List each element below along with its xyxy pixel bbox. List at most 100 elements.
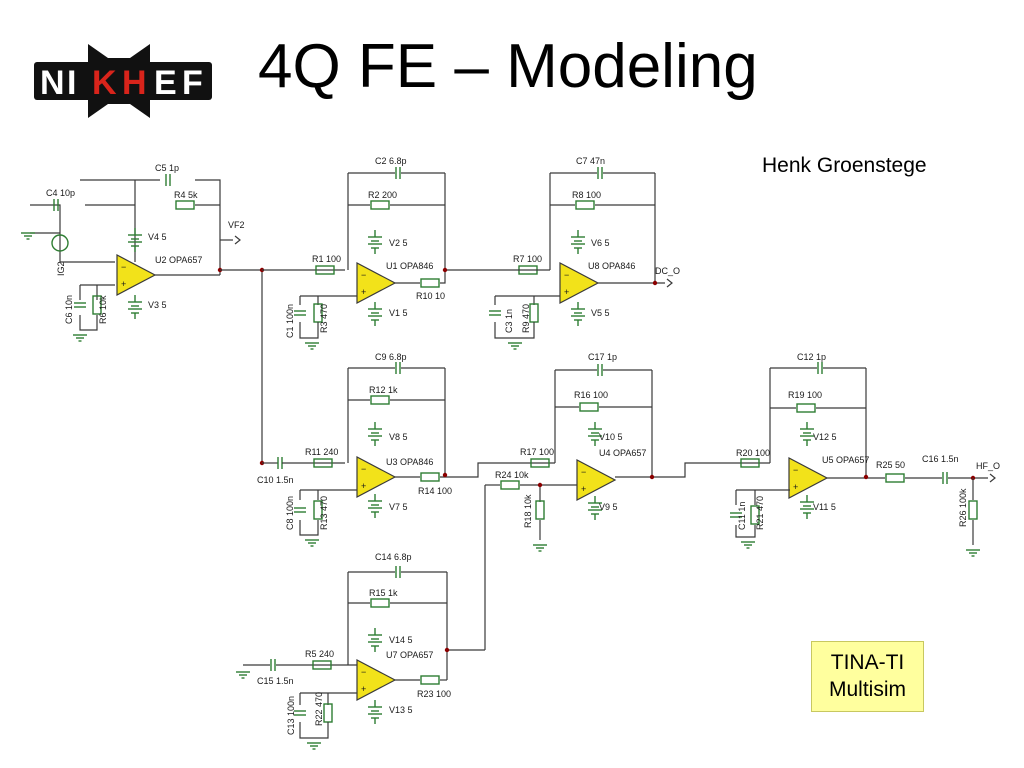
label-r20: R20 100 [736, 448, 770, 458]
svg-text:+: + [361, 287, 366, 297]
resistor-r22 [323, 703, 333, 723]
ground-symbol [533, 544, 547, 552]
resistor-r11 [313, 458, 333, 468]
capacitor-c13 [294, 710, 306, 716]
label-c6: C6 10n [64, 295, 74, 324]
svg-text:I: I [67, 64, 76, 102]
svg-text:N: N [40, 64, 65, 102]
svg-text:−: − [121, 262, 126, 272]
simulator-multisim: Multisim [829, 678, 906, 701]
resistor-r6 [92, 295, 102, 315]
svg-text:F: F [182, 64, 203, 102]
opamp-u8: −+ [559, 262, 600, 304]
resistor-r5 [312, 660, 332, 670]
supply-v8 [368, 422, 382, 446]
label-r26: R26 100k [958, 488, 968, 527]
resistor-r17 [530, 458, 550, 468]
label-r25: R25 50 [876, 460, 905, 470]
label-c4: C4 10p [46, 188, 75, 198]
capacitor-c12 [817, 362, 823, 374]
label-r4: R4 5k [174, 190, 198, 200]
simulator-note: TINA-TI Multisim [811, 641, 924, 712]
wire [440, 270, 446, 284]
wire [494, 322, 535, 339]
capacitor-c15 [270, 659, 276, 671]
capacitor-c6 [74, 302, 86, 308]
label-r8: R8 100 [572, 190, 601, 200]
wire [299, 722, 329, 739]
junction-dot [652, 280, 658, 286]
opamp-u7: −+ [356, 659, 397, 701]
wire [440, 462, 555, 478]
supply-v14 [368, 628, 382, 652]
label-u2: U2 OPA657 [155, 255, 202, 265]
svg-text:+: + [361, 684, 366, 694]
label-vf2: VF2 [228, 220, 245, 230]
ground-symbol [236, 671, 250, 679]
supply-v1 [368, 302, 382, 326]
capacitor-c9 [395, 362, 401, 374]
supply-v3 [128, 295, 142, 319]
label-v4: V4 5 [148, 232, 167, 242]
opamp-u5: −+ [788, 457, 829, 499]
label-u4: U4 OPA657 [599, 448, 646, 458]
label-r19: R19 100 [788, 390, 822, 400]
label-c14: C14 6.8p [375, 552, 412, 562]
label-c15: C15 1.5n [257, 676, 294, 686]
supply-v7 [368, 494, 382, 518]
svg-text:H: H [122, 64, 147, 102]
ground-symbol [305, 342, 319, 350]
capacitor-c11 [730, 512, 742, 518]
capacitor-c17 [597, 364, 603, 376]
svg-text:−: − [581, 467, 586, 477]
wire [299, 520, 319, 536]
supply-v2 [368, 230, 382, 254]
resistor-r24 [500, 480, 520, 490]
ground-symbol [73, 334, 87, 342]
resistor-r21 [750, 505, 760, 525]
label-r13: R13 470 [319, 496, 329, 530]
junction-dot [649, 474, 655, 480]
label-u1: U1 OPA846 [386, 261, 433, 271]
label-r1: R1 100 [312, 254, 341, 264]
resistor-r26 [968, 500, 978, 520]
label-v3: V3 5 [148, 300, 167, 310]
resistor-r20 [740, 458, 760, 468]
junction-dot [442, 267, 448, 273]
author-name: Henk Groenstege [762, 154, 927, 177]
slide-title: 4Q FE – Modeling [258, 32, 758, 101]
label-r24: R24 10k [495, 470, 529, 480]
label-v14: V14 5 [389, 635, 413, 645]
junction-dot [537, 482, 543, 488]
resistor-r1 [315, 265, 335, 275]
label-r2: R2 200 [368, 190, 397, 200]
label-u7: U7 OPA657 [386, 650, 433, 660]
label-r15: R15 1k [369, 588, 398, 598]
label-u3: U3 OPA846 [386, 457, 433, 467]
label-c12: C12 1p [797, 352, 826, 362]
output-port-vf2 [234, 235, 241, 245]
wire [299, 322, 319, 339]
opamp-u1: −+ [356, 262, 397, 304]
capacitor-c8 [294, 507, 306, 513]
ground-symbol [966, 549, 980, 557]
capacitor-c7 [597, 167, 603, 179]
label-r21: R21 470 [755, 496, 765, 530]
capacitor-c16 [942, 472, 948, 484]
junction-dot [863, 474, 869, 480]
label-c7: C7 47n [576, 156, 605, 166]
supply-v12 [800, 422, 814, 446]
wire [30, 204, 61, 262]
supply-v10 [588, 422, 602, 446]
label-r7: R7 100 [513, 254, 542, 264]
label-c11: C11 1n [737, 502, 747, 530]
label-r9: R9 470 [521, 304, 531, 333]
ground-symbol [21, 232, 35, 240]
svg-text:+: + [361, 481, 366, 491]
label-c5: C5 1p [155, 163, 179, 173]
capacitor-c3 [489, 310, 501, 316]
label-v1: V1 5 [389, 308, 408, 318]
resistor-r14 [420, 472, 440, 482]
capacitor-c1 [294, 310, 306, 316]
